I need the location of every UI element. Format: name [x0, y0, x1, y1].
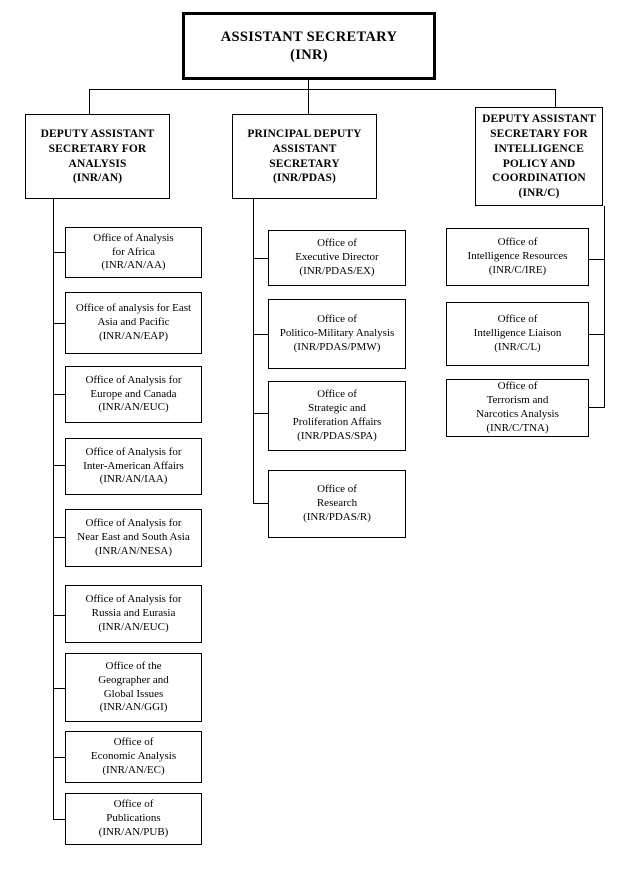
node-office-terrorism-narcotics-analysis[interactable]: Office of Terrorism and Narcotics Analys… — [446, 379, 589, 437]
node-label: Office of Analysis for Inter-American Af… — [83, 445, 184, 486]
connector-analysis-elbow-2 — [53, 323, 65, 324]
connector-pdas-trunk — [253, 199, 254, 504]
node-label: Office of Intelligence Liaison (INR/C/L) — [473, 313, 562, 353]
node-office-intelligence-resources[interactable]: Office of Intelligence Resources (INR/C/… — [446, 228, 589, 286]
connector-coordination-elbow-3 — [589, 407, 605, 408]
node-label: Office of Analysis for Russia and Eurasi… — [85, 593, 182, 633]
node-office-analysis-russia-eurasia[interactable]: Office of Analysis for Russia and Eurasi… — [65, 585, 202, 643]
connector-pdas-elbow-2 — [253, 334, 268, 335]
connector-pdas-elbow-4 — [253, 503, 268, 504]
node-office-strategic-proliferation-affairs[interactable]: Office of Strategic and Proliferation Af… — [268, 381, 406, 451]
node-office-executive-director[interactable]: Office of Executive Director (INR/PDAS/E… — [268, 230, 406, 286]
connector-analysis-elbow-3 — [53, 394, 65, 395]
connector-analysis-elbow-6 — [53, 615, 65, 616]
connector-root-drop-pdas — [308, 89, 309, 115]
node-label: Office of Economic Analysis (INR/AN/EC) — [90, 736, 177, 776]
node-label: Office of Analysis for Africa (INR/AN/AA… — [93, 231, 174, 272]
node-label: Office of Politico-Military Analysis (IN… — [279, 313, 395, 353]
node-office-analysis-europe-canada[interactable]: Office of Analysis for Europe and Canada… — [65, 366, 202, 423]
node-label: Office of Analysis for Near East and Sou… — [77, 517, 190, 557]
node-label: Office of Terrorism and Narcotics Analys… — [476, 380, 559, 434]
connector-coordination-elbow-1 — [589, 259, 605, 260]
node-label: ASSISTANT SECRETARY (INR) — [220, 28, 398, 63]
node-label: DEPUTY ASSISTANT SECRETARY FOR INTELLIGE… — [482, 113, 596, 199]
connector-analysis-elbow-8 — [53, 757, 65, 758]
node-office-analysis-inter-american-affairs[interactable]: Office of Analysis for Inter-American Af… — [65, 438, 202, 495]
node-office-analysis-near-east-south-asia[interactable]: Office of Analysis for Near East and Sou… — [65, 509, 202, 567]
connector-analysis-elbow-4 — [53, 465, 65, 466]
node-label: PRINCIPAL DEPUTY ASSISTANT SECRETARY (IN… — [247, 128, 362, 185]
connector-root-stem — [308, 80, 309, 90]
connector-root-drop-analysis — [89, 89, 90, 115]
connector-pdas-elbow-1 — [253, 258, 268, 259]
node-office-geographer-global-issues[interactable]: Office of the Geographer and Global Issu… — [65, 653, 202, 722]
node-principal-deputy-assistant-secretary[interactable]: PRINCIPAL DEPUTY ASSISTANT SECRETARY (IN… — [232, 114, 377, 199]
node-office-intelligence-liaison[interactable]: Office of Intelligence Liaison (INR/C/L) — [446, 302, 589, 366]
node-label: Office of Research (INR/PDAS/R) — [303, 483, 371, 523]
node-office-economic-analysis[interactable]: Office of Economic Analysis (INR/AN/EC) — [65, 731, 202, 783]
node-label: Office of Executive Director (INR/PDAS/E… — [295, 237, 379, 277]
connector-root-drop-coordination — [555, 89, 556, 115]
node-label: Office of Strategic and Proliferation Af… — [292, 388, 382, 442]
node-office-publications[interactable]: Office of Publications (INR/AN/PUB) — [65, 793, 202, 845]
node-label: Office of the Geographer and Global Issu… — [98, 659, 169, 714]
node-office-analysis-east-asia-pacific[interactable]: Office of analysis for East Asia and Pac… — [65, 292, 202, 354]
node-label: Office of Analysis for Europe and Canada… — [85, 373, 182, 414]
node-label: DEPUTY ASSISTANT SECRETARY FOR ANALYSIS … — [40, 128, 155, 185]
connector-pdas-elbow-3 — [253, 413, 268, 414]
node-assistant-secretary[interactable]: ASSISTANT SECRETARY (INR) — [182, 12, 436, 80]
connector-analysis-elbow-1 — [53, 252, 65, 253]
connector-analysis-elbow-7 — [53, 688, 65, 689]
node-label: Office of analysis for East Asia and Pac… — [75, 302, 192, 342]
connector-analysis-elbow-5 — [53, 537, 65, 538]
connector-analysis-trunk — [53, 199, 54, 820]
node-label: Office of Intelligence Resources (INR/C/… — [467, 236, 568, 276]
node-office-analysis-africa[interactable]: Office of Analysis for Africa (INR/AN/AA… — [65, 227, 202, 278]
node-deputy-assistant-secretary-coordination[interactable]: DEPUTY ASSISTANT SECRETARY FOR INTELLIGE… — [475, 107, 603, 206]
connector-coordination-elbow-2 — [589, 334, 605, 335]
node-office-research[interactable]: Office of Research (INR/PDAS/R) — [268, 470, 406, 538]
node-deputy-assistant-secretary-analysis[interactable]: DEPUTY ASSISTANT SECRETARY FOR ANALYSIS … — [25, 114, 170, 199]
connector-root-bus — [89, 89, 555, 90]
connector-coordination-trunk — [604, 206, 605, 407]
node-office-politico-military-analysis[interactable]: Office of Politico-Military Analysis (IN… — [268, 299, 406, 369]
node-label: Office of Publications (INR/AN/PUB) — [98, 798, 169, 838]
connector-analysis-elbow-9 — [53, 819, 65, 820]
